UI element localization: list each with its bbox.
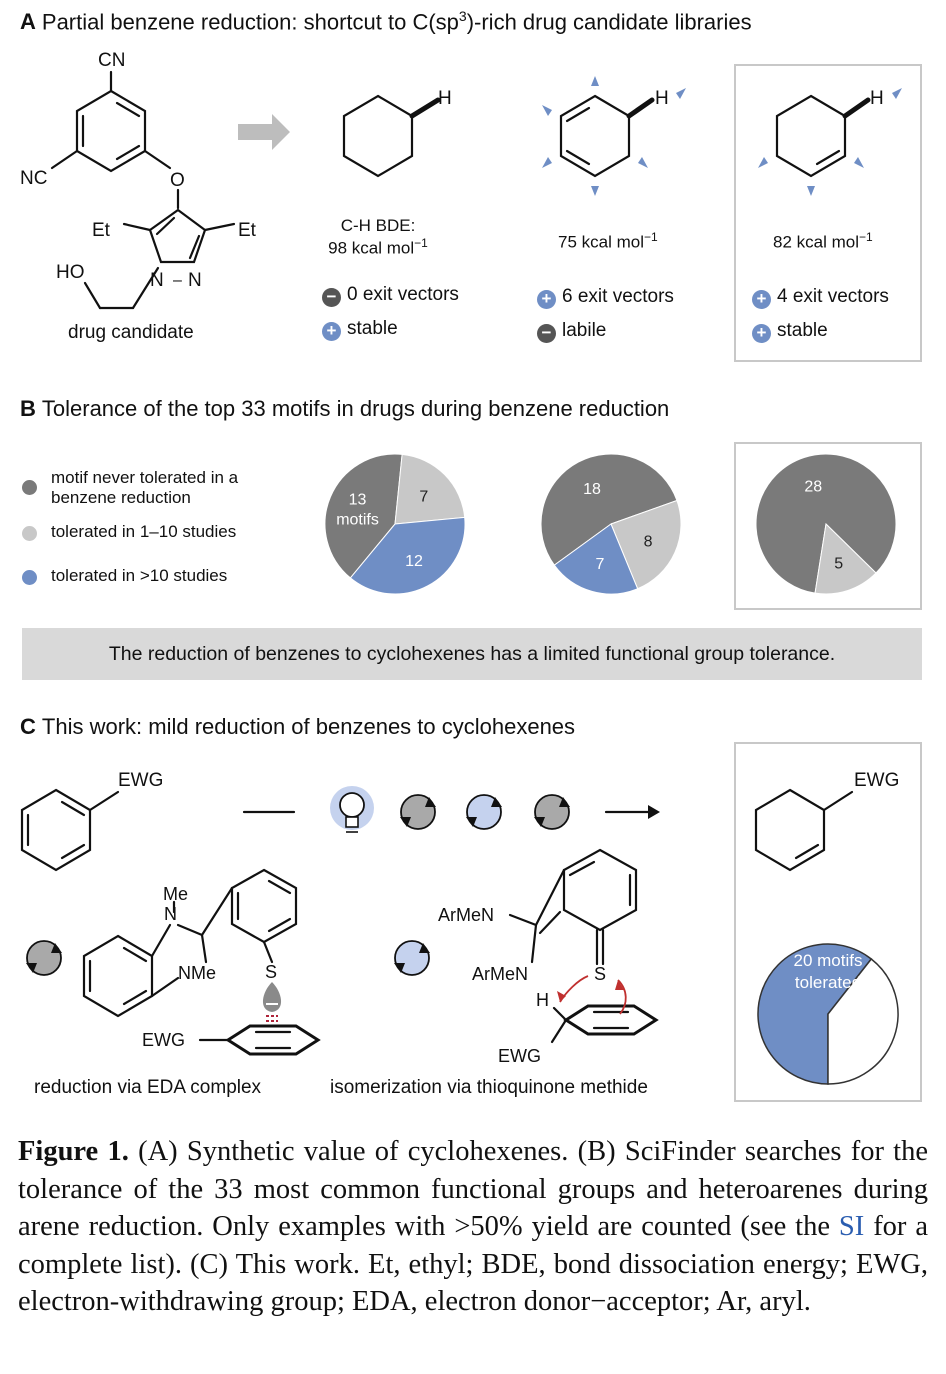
ewg-label-iso: EWG (498, 1046, 541, 1066)
pie4-label-line2: tolerated (795, 973, 861, 992)
pie1-slice-3 (349, 516, 466, 595)
legend-gt10: tolerated in >10 studies (22, 566, 227, 586)
pie1-motifs-label: motifs (336, 511, 379, 528)
bde-col2: 75 kcal mol−1 (558, 230, 658, 252)
pie1-slice-1 (324, 453, 403, 579)
pie3-label-1: 28 (804, 478, 822, 495)
ewg-label-product: EWG (854, 770, 900, 791)
conclusion-banner: The reduction of benzenes to cyclohexene… (22, 628, 922, 680)
ho-label: HO (56, 262, 85, 283)
curved-arrows-icon (559, 975, 627, 1015)
thioquinone-label: isomerization via thioquinone methide (330, 1077, 648, 1098)
legend-1-10: tolerated in 1–10 studies (22, 522, 236, 542)
me-label: Me (163, 884, 189, 904)
pie1-slice-2 (394, 453, 466, 525)
pyrazole-ring (148, 208, 207, 264)
drug-benzene-ring (75, 89, 147, 173)
ewg-label-eda: EWG (142, 1030, 185, 1050)
figure-caption: Figure 1. (A) Synthetic value of cyclohe… (18, 1136, 928, 1317)
nc-left-label: NC (20, 168, 48, 189)
n-n-dash: – (173, 272, 182, 289)
lone-pair-orbital-icon (262, 982, 282, 1022)
pie2-slice-3 (553, 523, 639, 595)
pie1-label-3: 12 (405, 553, 423, 570)
pie2-label-2: 8 (644, 534, 653, 551)
col2-feat2: −labile (537, 320, 606, 343)
h-label-1: H (438, 88, 452, 109)
pie3-label-2: 5 (834, 556, 843, 573)
o-label: O (170, 170, 185, 191)
cycle-gray-icon-2 (534, 794, 570, 830)
h-label-c: H (536, 990, 549, 1010)
col3-feat1: +4 exit vectors (752, 286, 889, 309)
lightbulb-icon (330, 786, 374, 833)
plus-badge-icon: + (537, 290, 556, 309)
cycle-blue-icon-2 (394, 940, 430, 976)
col1-feat2: +stable (322, 318, 398, 341)
cycle-blue-icon (466, 794, 502, 830)
eda-complex-label: reduction via EDA complex (34, 1077, 262, 1098)
blue-dot-icon (22, 570, 37, 585)
pie1-label-1: 13 (349, 491, 367, 508)
light-gray-dot-icon (22, 526, 37, 541)
plus-badge-icon: + (752, 290, 771, 309)
si-link[interactable]: SI (838, 1211, 865, 1242)
pie1-label-2: 7 (419, 488, 428, 505)
et-left-label: Et (92, 220, 110, 241)
exit-vector-arrows (542, 76, 902, 196)
drug-candidate-label: drug candidate (68, 322, 194, 343)
plus-badge-icon: + (322, 322, 341, 341)
col2-feat1: +6 exit vectors (537, 286, 674, 309)
transform-arrow-icon (238, 114, 290, 150)
panel-a-structures (50, 70, 902, 310)
s-label-2: S (594, 964, 607, 984)
pie-charts: 13 motifs 7 12 18 8 7 28 5 20 motifs tolerated (324, 453, 899, 1085)
pie4-slice-1 (757, 943, 873, 1085)
pie3-slice-2 (814, 522, 877, 595)
panel-c-structures (20, 786, 854, 1056)
product-highlight-box (734, 742, 922, 1102)
cn-top-label: CN (98, 50, 126, 71)
armen-label-2: ArMeN (472, 964, 529, 984)
nme-label: NMe (178, 963, 217, 983)
minus-badge-icon: − (322, 288, 341, 307)
armen-label-1: ArMeN (438, 905, 495, 925)
pie4-slice-2 (827, 957, 899, 1085)
cyclohexene-highlight-box (734, 64, 922, 362)
bde-col1: C-H BDE: 98 kcal mol−1 (328, 216, 428, 258)
plus-badge-icon: + (752, 324, 771, 343)
n2-label: N (188, 270, 202, 291)
cycle-gray-icon-1 (400, 794, 436, 830)
arrow-right-icon (648, 805, 660, 819)
ewg-label-start: EWG (118, 770, 164, 791)
pie2-label-1: 18 (583, 481, 601, 498)
pie2-slice-2 (610, 499, 682, 590)
n-label: N (164, 904, 177, 924)
n1-label: N (150, 270, 164, 291)
pie3-highlight-box (734, 442, 922, 610)
dark-gray-dot-icon (22, 480, 37, 495)
h-label-3: H (870, 88, 884, 109)
s-label-1: S (265, 962, 278, 982)
minus-badge-icon: − (537, 324, 556, 343)
cycle-gray-icon-3 (26, 940, 62, 976)
pie2-label-3: 7 (595, 556, 604, 573)
col3-feat2: +stable (752, 320, 828, 343)
h-label-2: H (655, 88, 669, 109)
figure-label: Figure 1. (18, 1136, 129, 1167)
pie2-slice-1 (540, 453, 678, 566)
pie4-label-line1: 20 motifs (794, 951, 863, 970)
col1-feat1: −0 exit vectors (322, 284, 459, 307)
bde-col3: 82 kcal mol−1 (773, 230, 873, 252)
et-right-label: Et (238, 220, 256, 241)
